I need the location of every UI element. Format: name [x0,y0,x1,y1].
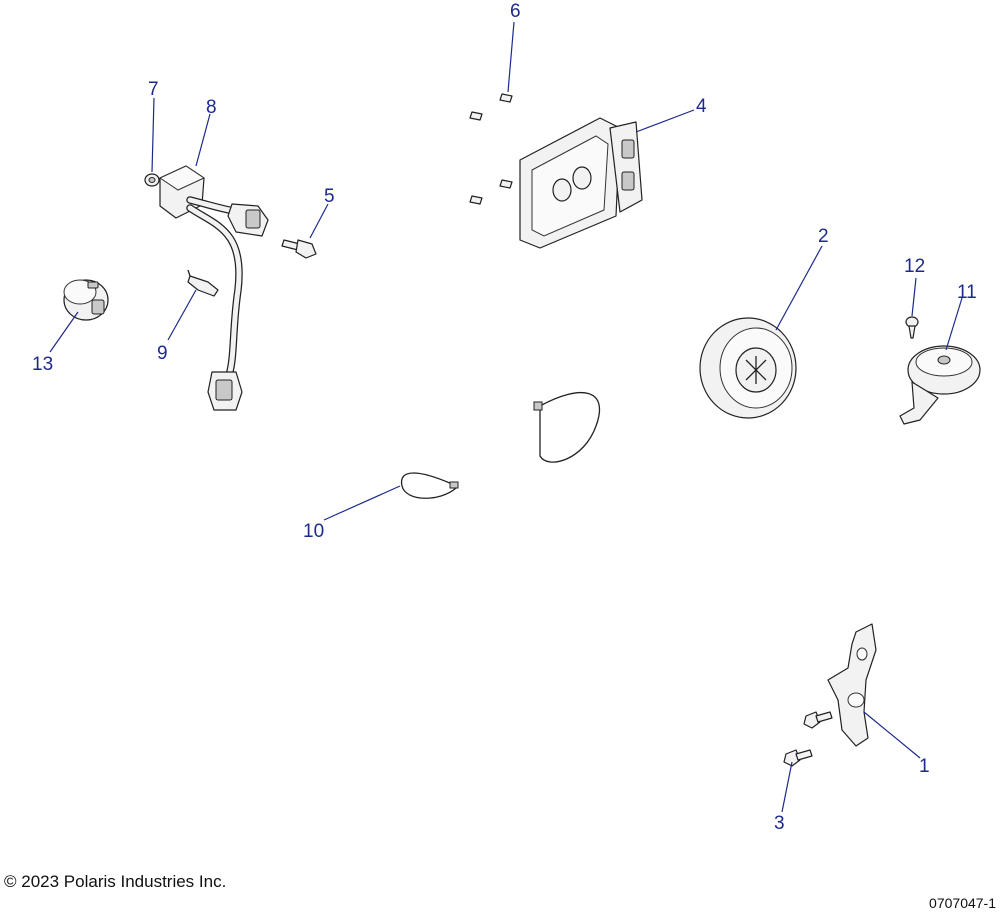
copyright-notice: © 2023 Polaris Industries Inc. [4,872,227,891]
part-2-grommet [699,317,797,419]
part-6-screws [469,93,513,205]
callout-9: 9 [157,343,168,364]
part-9-sensor [187,269,219,297]
cable-tie-large [533,392,601,463]
leader-lines [49,21,963,813]
callout-8: 8 [206,97,217,118]
callout-10: 10 [303,521,324,542]
callout-11: 11 [957,282,977,303]
callout-3: 3 [774,813,785,834]
part-12-screw [905,316,919,339]
part-7-nut [144,173,160,187]
part-10-cable-tie [400,472,459,499]
part-11-horn [899,345,981,425]
callout-1: 1 [919,756,930,777]
part-5-bolt [281,239,317,259]
callout-6: 6 [510,1,521,22]
part-8-relay-harness [158,165,269,411]
part-4-ecu-module [519,117,643,249]
callout-5: 5 [324,186,335,207]
part-1-bracket [827,623,877,747]
callout-4: 4 [696,96,707,117]
callout-2: 2 [818,226,829,247]
callout-12: 12 [904,256,925,277]
figure-id: 0707047-1 [929,895,996,911]
callout-7: 7 [148,79,159,100]
part-13-flasher [63,279,109,321]
callout-13: 13 [32,354,53,375]
part-3-bolts [783,711,833,767]
